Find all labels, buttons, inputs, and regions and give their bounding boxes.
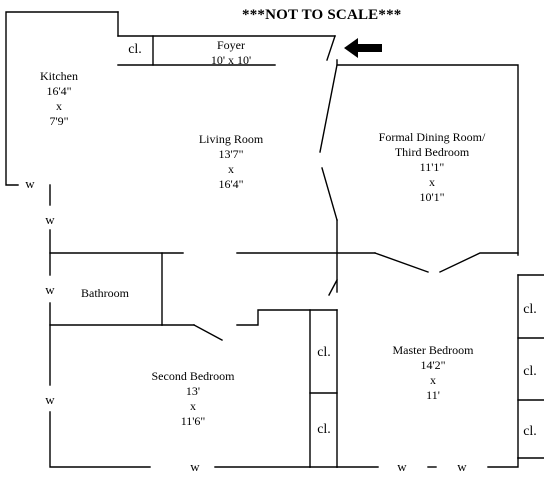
kitchen-name: Kitchen	[40, 69, 78, 83]
second-x: x	[190, 399, 196, 413]
second-dim2: 11'6"	[180, 414, 206, 428]
kitchen-x: x	[56, 99, 62, 113]
living-dim2: 16'4"	[218, 177, 244, 191]
master-dim1: 14'2"	[420, 358, 446, 372]
closet-lower-label: cl.	[317, 422, 331, 437]
dining-name2: Third Bedroom	[394, 145, 470, 159]
bathroom-label: Bathroom	[81, 286, 129, 301]
window-master-1-label: w	[397, 459, 407, 474]
left-arrow-icon	[344, 38, 382, 58]
window-left-1-label: w	[45, 212, 55, 227]
dining-room-label: Formal Dining Room/ Third Bedroom 11'1" …	[379, 130, 486, 205]
foyer-name: Foyer	[216, 38, 245, 52]
second-dim1: 13'	[185, 384, 201, 398]
living-room-label: Living Room 13'7" x 16'4"	[199, 132, 263, 192]
living-x: x	[228, 162, 234, 176]
closet-upper-label: cl.	[317, 345, 331, 360]
kitchen-dim1: 16'4"	[46, 84, 72, 98]
master-x: x	[429, 373, 436, 387]
dining-dim2: 10'1"	[419, 190, 445, 204]
dining-x: x	[428, 175, 435, 189]
master-bedroom-label: Master Bedroom 14'2" x 11'	[393, 343, 474, 403]
window-bottom-label: w	[190, 459, 200, 474]
bathroom-name: Bathroom	[81, 286, 129, 300]
closet-master-1-label: cl.	[523, 302, 537, 317]
window-master-2-label: w	[457, 459, 467, 474]
second-name: Second Bedroom	[151, 369, 235, 383]
foyer-size: 10' x 10'	[210, 53, 252, 67]
second-bedroom-label: Second Bedroom 13' x 11'6"	[152, 369, 235, 429]
master-dim2: 11'	[426, 388, 440, 402]
closet-master-2-label: cl.	[523, 364, 537, 379]
dining-name1: Formal Dining Room/	[378, 130, 486, 144]
window-kitchen-label: w	[25, 176, 35, 191]
closet-master-3-label: cl.	[523, 424, 537, 439]
window-second-bedroom-label: w	[45, 392, 55, 407]
foyer-label: Foyer 10' x 10'	[211, 38, 251, 68]
dining-dim1: 11'1"	[419, 160, 445, 174]
living-name: Living Room	[198, 132, 264, 146]
closet-foyer-label: cl.	[128, 42, 142, 57]
not-to-scale-note: ***NOT TO SCALE***	[242, 7, 402, 23]
living-dim1: 13'7"	[218, 147, 244, 161]
kitchen-dim2: 7'9"	[49, 114, 69, 128]
master-name: Master Bedroom	[392, 343, 474, 357]
window-bathroom-label: w	[45, 282, 55, 297]
kitchen-label: Kitchen 16'4" x 7'9"	[40, 69, 78, 129]
